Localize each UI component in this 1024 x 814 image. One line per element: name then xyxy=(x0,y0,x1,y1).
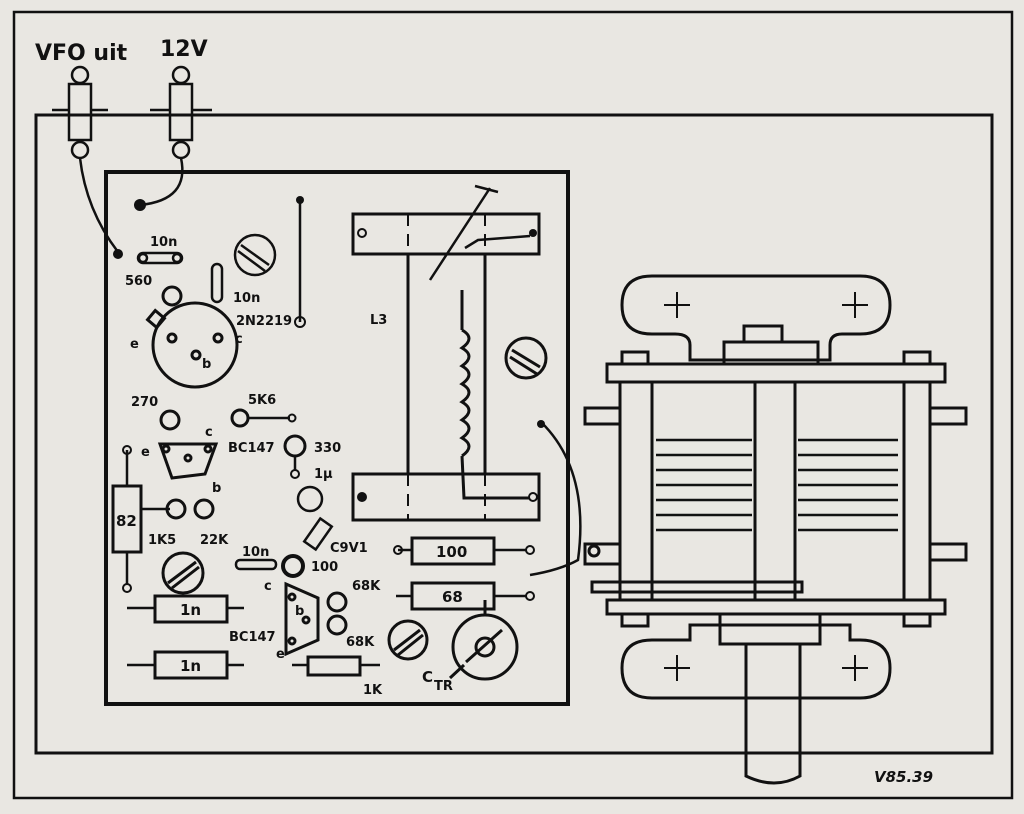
pad-330 xyxy=(283,434,307,458)
cap-1u-label: 1μ xyxy=(314,467,333,482)
coil-pad-bottom-left xyxy=(357,492,367,502)
coil-l3-label: L3 xyxy=(370,313,387,328)
cap-10n-mid-label: 10n xyxy=(233,291,260,306)
res-1k5-label: 1K5 xyxy=(148,533,176,548)
screw-coil xyxy=(504,336,548,380)
circuit-board xyxy=(104,170,570,706)
res-22k-label: 22K xyxy=(200,533,229,548)
screw-bottom xyxy=(387,619,429,661)
coil-l3-former xyxy=(351,212,541,522)
wire-to-variable-capacitor xyxy=(529,421,582,577)
pin-e2: e xyxy=(141,445,150,460)
pad-22k xyxy=(193,498,215,520)
enclosure-outline xyxy=(34,113,994,755)
trimmer-tr-label: TR xyxy=(434,679,453,694)
trimmer-pot-left xyxy=(161,551,205,595)
pad-100-left xyxy=(393,545,403,555)
supply-wire xyxy=(139,157,184,207)
variable-cap-terminal xyxy=(587,544,601,558)
trimmer-c-label: C xyxy=(422,668,433,686)
vfo-out-wire xyxy=(78,157,119,253)
cap-10n-top-label: 10n xyxy=(150,235,177,250)
pin-c3: c xyxy=(264,579,272,594)
coil-tuning-tool xyxy=(428,184,499,281)
figure-code: V85.39 xyxy=(874,768,933,786)
pin-c1: c xyxy=(235,332,243,347)
vfo-out-connector xyxy=(52,65,108,160)
res-82-label: 82 xyxy=(116,512,137,530)
jumper-pad-bottom xyxy=(294,316,306,328)
coil-l3-winding xyxy=(459,290,530,500)
bc147-top-label: BC147 xyxy=(228,441,275,456)
pin-b2: b xyxy=(212,481,221,496)
variable-capacitor-vanes xyxy=(656,438,898,532)
pad-variable-cap-wire xyxy=(537,420,545,428)
vfo-solder-pad xyxy=(113,249,123,259)
pad-5k6-end xyxy=(287,413,297,423)
pad-5k6 xyxy=(230,408,250,428)
res-560-label: 560 xyxy=(125,274,152,289)
supply-connector xyxy=(150,65,212,160)
cap-10n-mid-shape xyxy=(210,262,224,304)
cap-1n-1-label: 1n xyxy=(180,601,201,619)
pin-b1: b xyxy=(202,357,211,372)
pad-68-right xyxy=(525,591,535,601)
transistor-bc147-bottom xyxy=(284,581,320,657)
supply-label: 12V xyxy=(160,37,208,62)
variable-capacitor xyxy=(583,274,968,785)
cap-10n-low-shape xyxy=(234,558,278,571)
diode-c9v1-shape xyxy=(302,516,334,552)
pad-270 xyxy=(159,409,181,431)
cap-1u-shape xyxy=(296,485,324,513)
pad-82-top xyxy=(122,445,132,455)
pad-82-bottom xyxy=(122,583,132,593)
mounting-hole-crosses xyxy=(664,292,868,681)
pad-68k-1 xyxy=(326,591,348,613)
res-68k-1-label: 68K xyxy=(352,579,381,594)
coil-top-lead xyxy=(464,234,531,250)
cap-1n-2-label: 1n xyxy=(180,657,201,675)
cap-10n-low-label: 10n xyxy=(242,545,269,560)
transistor-bc147-top xyxy=(157,442,219,480)
diode-c9v1-label: C9V1 xyxy=(330,541,368,556)
res-270-label: 270 xyxy=(131,395,158,410)
pad-330-end xyxy=(290,469,300,479)
res-5k6-label: 5K6 xyxy=(248,393,276,408)
pin-e1: e xyxy=(130,337,139,352)
res-330-label: 330 xyxy=(314,441,341,456)
res-1k-label: 1K xyxy=(363,683,383,698)
res-1k-body xyxy=(306,655,362,677)
screw-top xyxy=(233,233,277,277)
bc147-bottom-label: BC147 xyxy=(229,630,276,645)
cap-10n-top-shape xyxy=(136,251,184,265)
vfo-out-label: VFO uit xyxy=(35,41,128,66)
coil-l3-hidden-lines xyxy=(407,214,486,520)
pin-c2: c xyxy=(205,425,213,440)
cap-68-body-label: 68 xyxy=(442,588,463,606)
outer-frame xyxy=(12,10,1014,800)
cap-100-label: 100 xyxy=(311,560,338,575)
pad-100 xyxy=(281,554,305,578)
coil-pad-top-left xyxy=(357,228,367,238)
coil-pad-top-right xyxy=(529,229,537,237)
transistor-2n2219-label: 2N2219 xyxy=(236,314,292,329)
res-68k-2-label: 68K xyxy=(346,635,375,650)
pad-1k5 xyxy=(165,498,187,520)
cap-100-body-label: 100 xyxy=(436,543,467,561)
coil-pad-bottom-right xyxy=(528,492,538,502)
pad-68k-2 xyxy=(326,614,348,636)
jumper-pad-top xyxy=(296,196,304,204)
pin-b3: b xyxy=(295,604,304,619)
pin-e3: e xyxy=(276,647,285,662)
pad-560 xyxy=(161,285,183,307)
pad-100-right xyxy=(525,545,535,555)
transistor-2n2219 xyxy=(145,301,239,389)
trimmer-capacitor xyxy=(448,600,519,681)
supply-solder-pad xyxy=(134,199,146,211)
